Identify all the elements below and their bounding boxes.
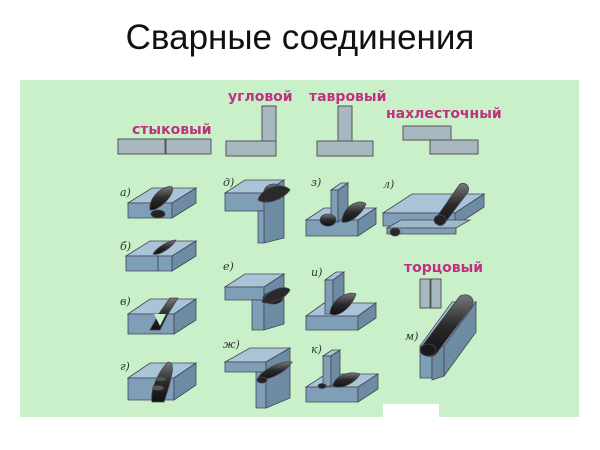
joint-butt-b [124, 239, 198, 272]
joint-butt-g [126, 361, 198, 403]
joint-butt-v [126, 297, 198, 335]
letter-a: а) [120, 186, 131, 199]
letter-m: м) [405, 330, 418, 343]
label-butt: стыковый [132, 122, 212, 138]
letter-zh: ж) [223, 338, 240, 351]
schematic-tee [316, 105, 374, 157]
schematic-edge [419, 278, 442, 309]
letter-v: в) [120, 295, 131, 308]
joint-corner-e [223, 273, 291, 331]
schematic-corner [225, 105, 277, 157]
joint-edge-m [419, 294, 477, 381]
joint-tee-z [304, 182, 378, 237]
letter-k: к) [311, 343, 322, 356]
joint-corner-d [223, 179, 291, 244]
blank-patch [383, 404, 439, 418]
schematic-lap [402, 125, 479, 155]
letter-d: д) [223, 176, 234, 189]
joint-butt-a [126, 186, 198, 219]
label-corner: угловой [228, 89, 293, 105]
letter-z: з) [311, 176, 321, 189]
joint-tee-k [304, 349, 380, 403]
slide-title: Сварные соединения [125, 18, 475, 57]
letter-i: и) [311, 266, 322, 279]
letter-g: г) [120, 360, 130, 373]
letter-b: б) [120, 240, 131, 253]
joint-lap-l [381, 183, 486, 237]
joint-tee-i [304, 271, 378, 331]
schematic-butt [117, 138, 212, 155]
label-tee: тавровый [309, 89, 386, 105]
label-lap: нахлесточный [386, 106, 502, 122]
letter-l: л) [383, 178, 394, 191]
joint-corner-zh [223, 347, 293, 409]
letter-e: е) [223, 260, 234, 273]
diagram-panel [20, 80, 579, 417]
label-edge: торцовый [404, 260, 483, 276]
